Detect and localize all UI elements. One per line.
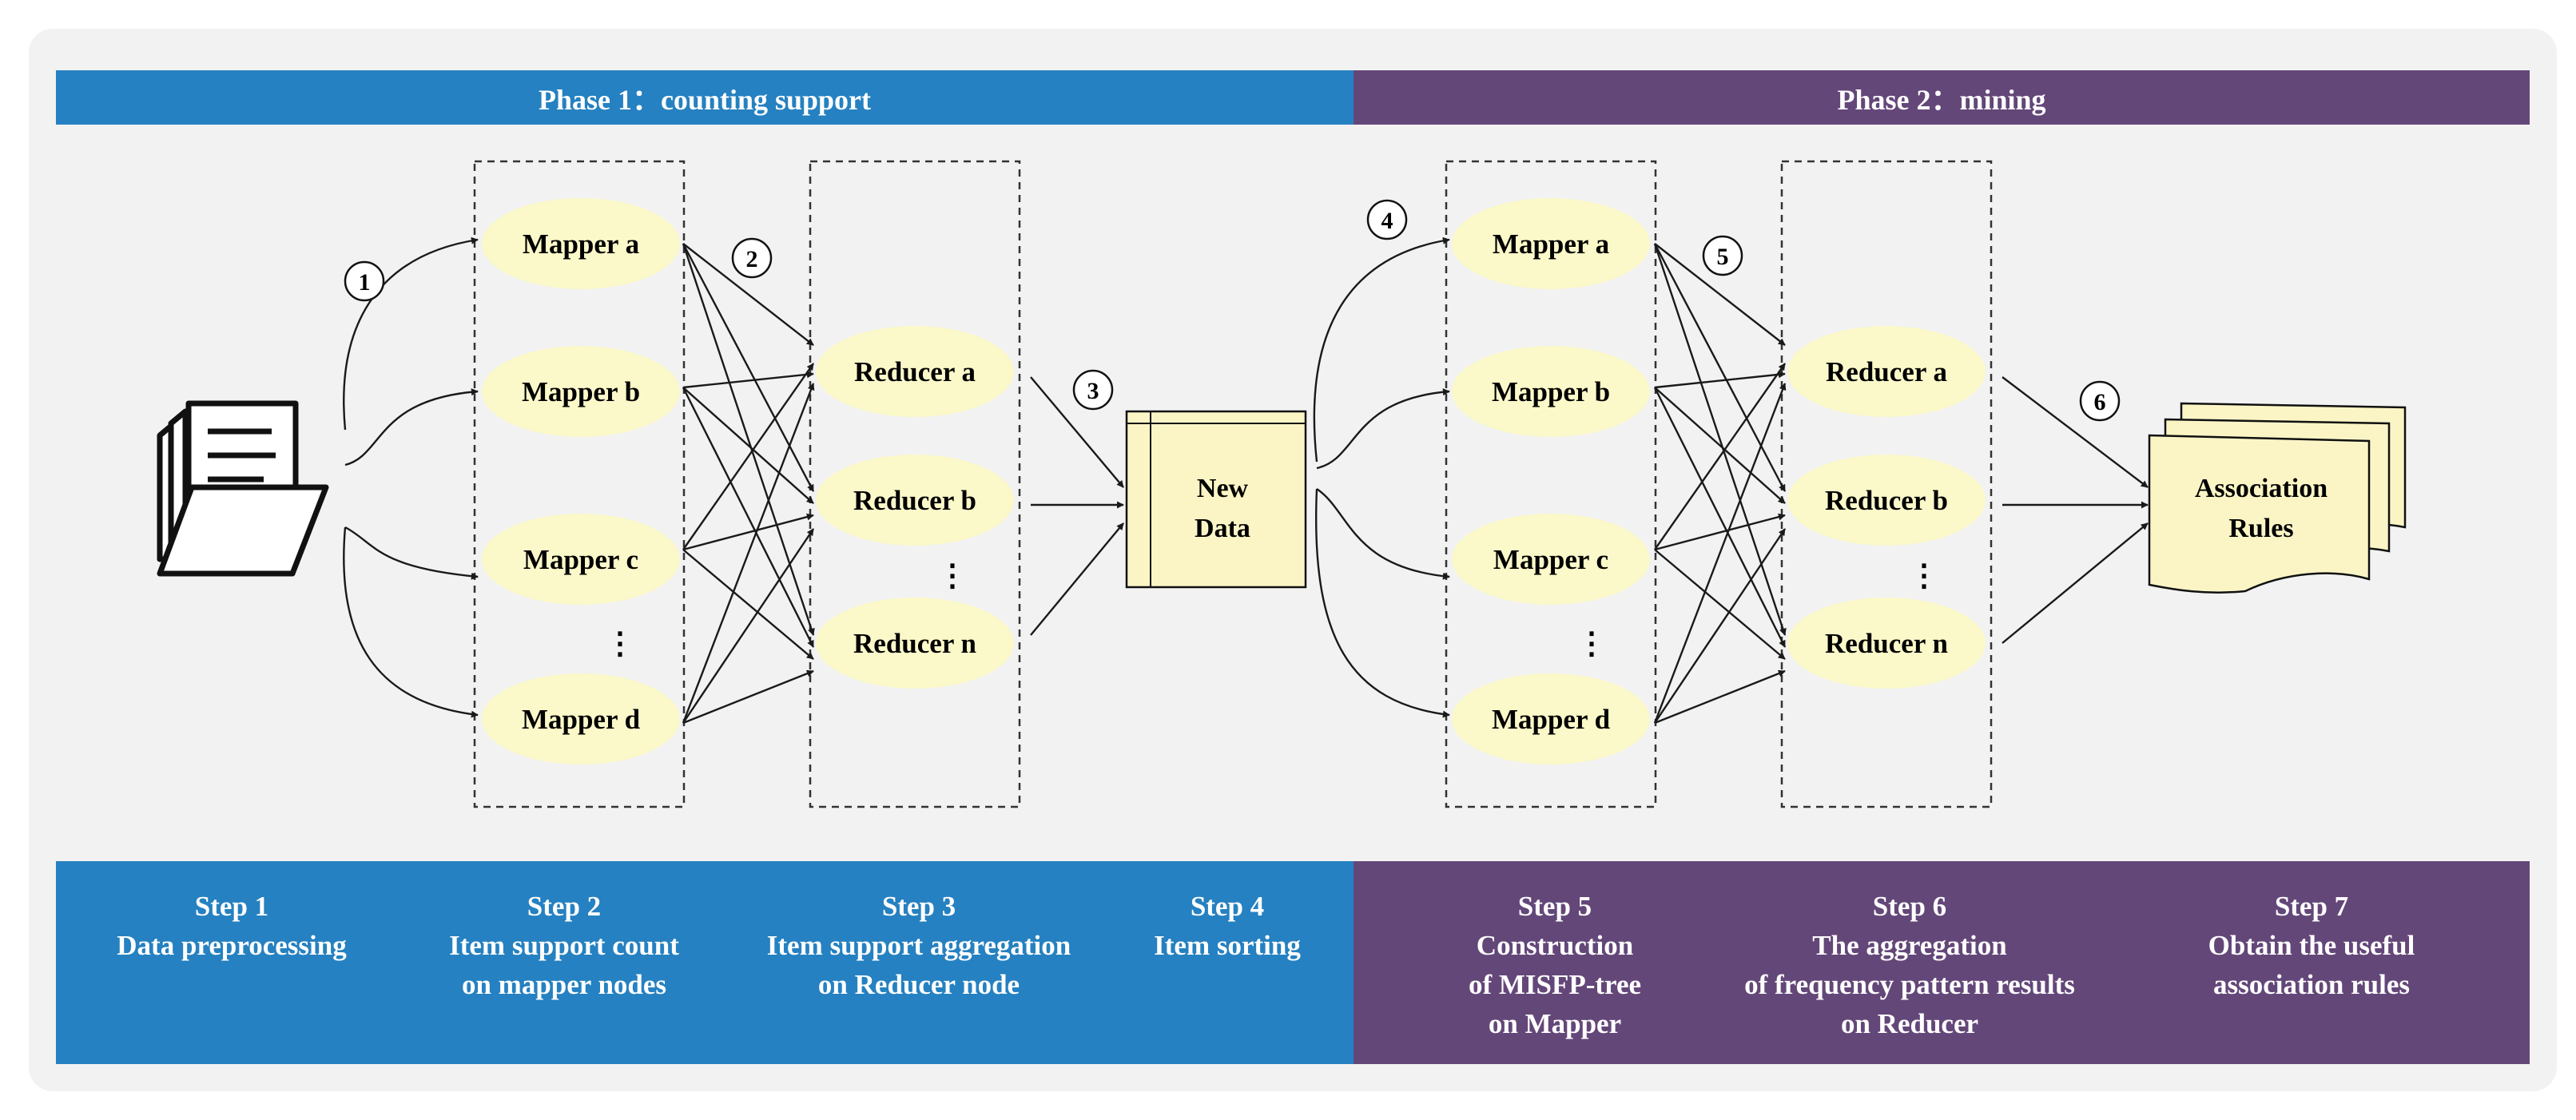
mapper-label: Mapper c — [523, 544, 638, 575]
marker-2: 2 — [731, 237, 773, 279]
phase-2-reducer-n: Reducer n — [1787, 598, 1986, 689]
marker-5-label: 5 — [1717, 244, 1729, 270]
marker-1-label: 1 — [359, 269, 371, 296]
edge-data-mapper-a — [1313, 236, 1450, 463]
step-5-title: Step 5 — [1517, 891, 1592, 922]
step-5: Step 5 Construction of MISFP-tree on Map… — [1469, 887, 1641, 1043]
mapper-label: Mapper d — [522, 704, 641, 735]
edge-data-mapper-c — [1316, 488, 1450, 580]
phase-2-mapper-ellipsis: ⋮ — [1576, 627, 1607, 661]
step-7-title: Step 7 — [2274, 891, 2349, 922]
marker-6: 6 — [2079, 380, 2121, 422]
edge-folder-mapper-d — [343, 526, 479, 718]
folder-icon — [157, 400, 329, 577]
step-4: Step 4 Item sorting — [1154, 887, 1301, 965]
reducer-label: Reducer n — [853, 628, 976, 659]
association-rules-label-line-2: Rules — [2228, 514, 2293, 543]
edge-folder-mapper-a — [343, 236, 479, 431]
phase-1-reducer-b: Reducer b — [816, 455, 1014, 546]
step-5-line-3: on Mapper — [1488, 1008, 1622, 1039]
mapper-label: Mapper b — [1492, 376, 1610, 407]
step-7: Step 7 Obtain the useful association rul… — [2208, 887, 2415, 1004]
phase-1-title: Phase 1：counting support — [538, 84, 872, 116]
association-rules-label-line-1: Association — [2195, 474, 2328, 503]
step-6-title: Step 6 — [1872, 891, 1947, 922]
step-6-line-1: The aggregation — [1812, 930, 2007, 961]
phase-1-header: Phase 1：counting support — [56, 70, 1354, 125]
step-3: Step 3 Item support aggregation on Reduc… — [767, 887, 1071, 1004]
phase-1-reducer-ellipsis: ⋮ — [937, 559, 968, 593]
phase-1-mapper-d: Mapper d — [482, 673, 680, 765]
step-7-line-1: Obtain the useful — [2208, 930, 2415, 961]
step-3-title: Step 3 — [881, 891, 956, 922]
phase-1-mapper-a: Mapper a — [482, 198, 680, 289]
new-data-label-line-2: Data — [1195, 514, 1250, 543]
mapper-label: Mapper d — [1492, 704, 1611, 735]
phase-2-title: Phase 2：mining — [1837, 84, 2046, 116]
step-2: Step 2 Item support count on mapper node… — [449, 887, 679, 1004]
mapper-label: Mapper b — [522, 376, 640, 407]
step-2-line-1: Item support count — [449, 930, 679, 961]
phase-1-mapper-c: Mapper c — [482, 514, 680, 605]
edge-folder-mapper-c — [344, 526, 479, 580]
step-6: Step 6 The aggregation of frequency patt… — [1744, 887, 2075, 1043]
reducer-label: Reducer n — [1825, 628, 1948, 659]
marker-4: 4 — [1366, 199, 1408, 240]
phase-2-reducer-ellipsis: ⋮ — [1909, 559, 1939, 593]
edge-data-mapper-d — [1315, 488, 1450, 718]
step-1: Step 1 Data preprocessing — [117, 887, 346, 965]
reducer-label: Reducer a — [1826, 356, 1947, 387]
new-data-label-line-1: New — [1197, 474, 1249, 503]
step-3-line-2: on Reducer node — [817, 969, 1020, 1000]
phase-2-mapper-c: Mapper c — [1452, 514, 1650, 605]
phase-2-steps-band — [1354, 861, 2530, 1064]
phase-2-mapper-group — [1445, 160, 1657, 808]
reducer-label: Reducer b — [853, 485, 976, 516]
reducer-label: Reducer a — [854, 356, 976, 387]
marker-4-label: 4 — [1381, 208, 1393, 234]
step-3-line-1: Item support aggregation — [766, 930, 1071, 961]
mapper-label: Mapper a — [523, 228, 639, 260]
phase-1-mapper-b: Mapper b — [482, 346, 680, 437]
step-2-title: Step 2 — [527, 891, 602, 922]
phase-2-reducer-a: Reducer a — [1787, 326, 1986, 417]
marker-3-label: 3 — [1087, 378, 1099, 404]
edges — [343, 236, 2149, 725]
marker-1: 1 — [344, 260, 385, 302]
marker-2-label: 2 — [746, 246, 758, 272]
step-1-title: Step 1 — [194, 891, 269, 922]
step-6-line-2: of frequency pattern results — [1744, 969, 2075, 1000]
marker-6-label: 6 — [2094, 389, 2106, 415]
association-rules-documents — [2148, 402, 2407, 594]
new-data-table: New Data — [1125, 410, 1307, 589]
edge-folder-mapper-b — [344, 388, 479, 467]
step-7-line-2: association rules — [2213, 969, 2410, 1000]
phase-1-mapper-ellipsis: ⋮ — [605, 627, 635, 661]
step-5-line-2: of MISFP-tree — [1468, 969, 1642, 1000]
step-1-line-1: Data preprocessing — [117, 930, 347, 961]
step-6-line-3: on Reducer — [1840, 1008, 1979, 1039]
phase-2-mapper-b: Mapper b — [1452, 346, 1650, 437]
step-5-line-1: Construction — [1476, 930, 1634, 961]
phase-1-steps-band — [56, 861, 1354, 1064]
marker-3: 3 — [1072, 369, 1114, 411]
phase-2-mapper-d: Mapper d — [1452, 673, 1650, 765]
phase-2-header: Phase 2：mining — [1354, 70, 2530, 125]
edge-data-mapper-b — [1316, 388, 1450, 470]
mapper-label: Mapper c — [1493, 544, 1608, 575]
marker-5: 5 — [1702, 235, 1743, 276]
step-2-line-2: on mapper nodes — [461, 969, 667, 1000]
phase-1-reducer-a: Reducer a — [816, 326, 1014, 417]
mapper-label: Mapper a — [1493, 228, 1609, 260]
reducer-label: Reducer b — [1825, 485, 1948, 516]
phase-1-reducer-n: Reducer n — [816, 598, 1014, 689]
step-4-line-1: Item sorting — [1154, 930, 1301, 961]
phase-2-reducer-b: Reducer b — [1787, 455, 1986, 546]
phase-1-mapper-group — [473, 160, 686, 808]
step-4-title: Step 4 — [1190, 891, 1265, 922]
phase-2-mapper-a: Mapper a — [1452, 198, 1650, 289]
